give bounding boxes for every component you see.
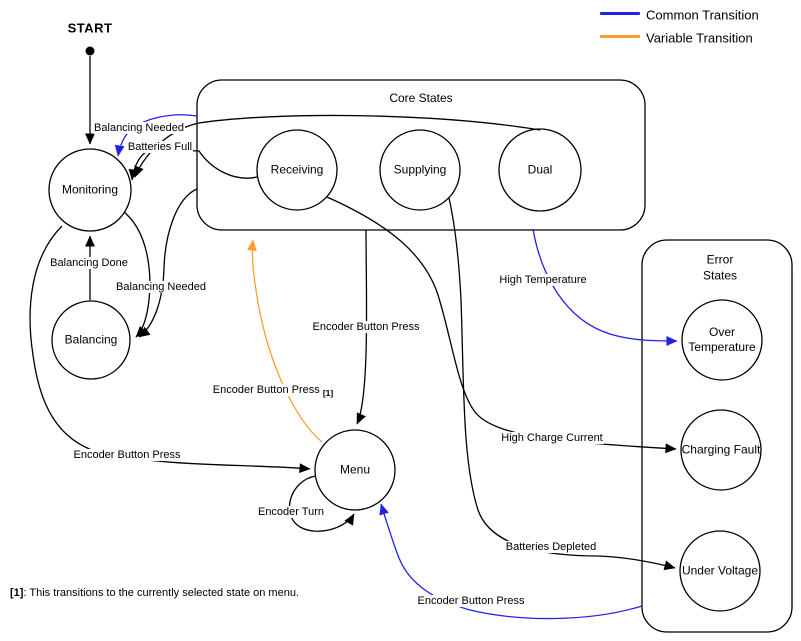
state-charging-fault [680,409,762,491]
legend-common-label: Common Transition [646,7,759,23]
transition-encoder-turn-self-loop [288,475,355,532]
edge-label-encoder-button-press-left: Encoder Button Press [72,448,182,462]
edge-label-encoder-button-press-variable: Encoder Button Press [1] [211,383,335,398]
state-label-supplying: Supplying [393,162,447,177]
state-label-balancing: Balancing [64,332,118,347]
transition-encoder-button-press-menu-to-core [247,239,323,443]
transition-encoder-button-press-core-to-menu [356,229,368,425]
edge-label-balancing-needed: Balancing Needed [115,280,207,294]
core-states-title: Core States [389,91,453,106]
edge-label-batteries-full: Batteries Full [126,140,194,154]
edge-label-balancing-done: Balancing Done [49,256,129,270]
footnote: [1]: This transitions to the currently s… [10,587,299,599]
footnote-text: : This transitions to the currently sele… [23,587,300,599]
edge-label-encoder-turn: Encoder Turn [256,505,326,519]
state-over-temperature [681,299,763,381]
state-label-charging-fault: Charging Fault [681,442,761,457]
edge-label-encoder-button-press-core: Encoder Button Press [311,320,421,334]
state-monitoring [48,148,132,232]
state-label-under-voltage: Under Voltage [681,563,759,578]
state-under-voltage [679,530,761,612]
error-states-title: Error States [702,252,738,282]
state-label-menu: Menu [339,462,371,477]
state-label-receiving: Receiving [270,162,324,177]
start-label: START [67,20,113,36]
edge-label-high-temperature: High Temperature [498,273,588,287]
transition-batteries-depleted [448,197,676,571]
legend-variable-swatch [600,35,640,38]
transition-high-temperature [532,228,678,346]
transition-balancing-needed-monitoring-to-balancing [123,211,151,338]
edge-label-encoder-button-press-bottom: Encoder Button Press [416,594,526,608]
footnote-ref-marker: [1] [322,387,334,398]
state-receiving [256,129,338,211]
edge-label-batteries-depleted: Batteries Depleted [504,540,598,554]
transition-encoder-button-press-monitoring-to-menu [29,225,311,474]
legend-common-swatch [600,12,640,15]
state-menu [314,429,396,511]
state-dual [498,128,582,212]
footnote-marker: [1] [10,587,24,599]
state-label-monitoring: Monitoring [61,182,119,197]
edge-label-balancing-needed-top: Balancing Needed [93,121,185,135]
edge-label-high-charge-current: High Charge Current [500,431,604,445]
start-node [85,46,95,56]
state-balancing [51,300,131,380]
edge-label-encoder-button-press-variable-text: Encoder Button Press [212,383,320,396]
legend-variable-label: Variable Transition [646,30,753,46]
state-supplying [379,129,461,211]
state-label-dual: Dual [527,162,553,177]
transition-balancing-needed-core-to-balancing [138,188,198,338]
state-label-over-temperature: Over Temperature [688,325,756,354]
